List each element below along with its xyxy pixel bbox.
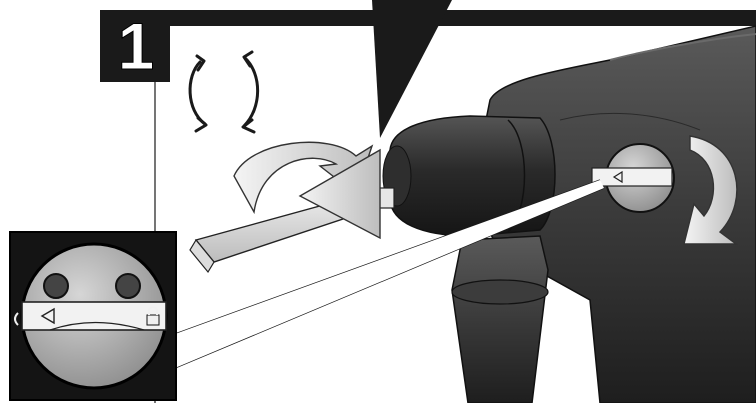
pointer-wedge xyxy=(372,0,452,138)
selector-lever xyxy=(592,168,672,186)
step-number: 1 xyxy=(118,13,153,79)
step-badge: 1 xyxy=(100,10,170,82)
side-handle xyxy=(452,236,548,403)
rotate-arrows-icon xyxy=(190,52,258,132)
inset-selector-lever xyxy=(22,302,166,330)
inset-detail xyxy=(10,232,176,400)
